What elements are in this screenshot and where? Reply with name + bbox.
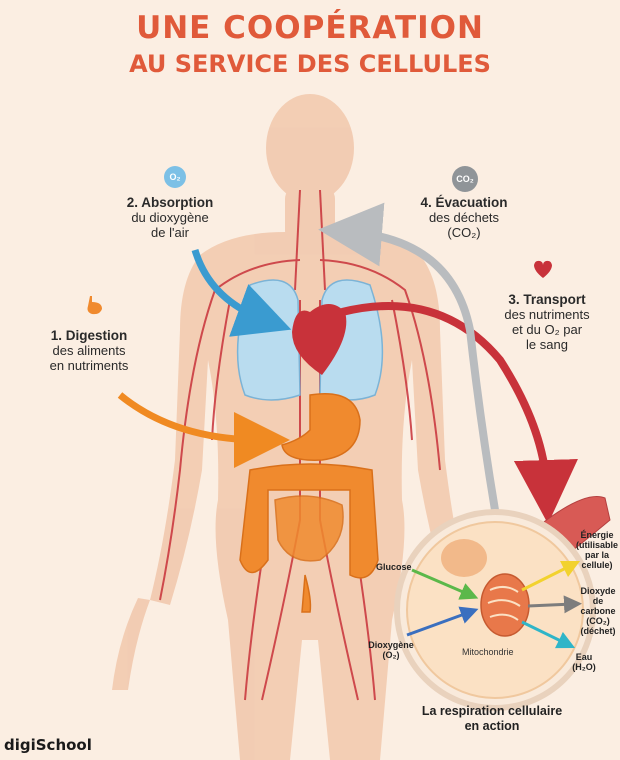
mitochondrion-label: Mitochondrie [462,647,514,657]
water-line-2: (H₂O) [572,662,596,672]
stomach-icon [87,296,102,315]
cell-caption-line2: en action [464,719,520,733]
energy-line-1: Énergie [580,530,614,540]
co2-label: Dioxyde de carbone (CO₂) (déchet) [578,586,618,636]
step-transport-sub2: et du O₂ par [511,322,583,337]
energy-line-4: cellule) [581,560,613,570]
step-absorption: 2. Absorption du dioxygène de l'air [110,195,230,240]
energy-arrow [521,560,581,592]
step-evacuation-sub1: des déchets [428,210,500,225]
step-absorption-head: 2. Absorption [126,195,214,210]
glucose-arrow [411,568,479,600]
co2-line-4: (CO₂) [586,616,610,626]
step-digestion-sub1: des aliments [52,343,126,358]
o2-badge-icon: O₂ [164,166,186,188]
co2-line-3: carbone [580,606,616,616]
evacuation-arrow [318,202,499,511]
step-digestion: 1. Digestion des aliments en nutriments [24,328,154,373]
co2-badge-icon: CO₂ [452,166,478,192]
co2-line-1: Dioxyde [580,586,616,596]
oxygen-label-line2: (O₂) [382,650,400,660]
step-absorption-sub1: du dioxygène [131,210,209,225]
oxygen-label-line1: Dioxygène [368,640,414,650]
step-evacuation: 4. Évacuation des déchets (CO₂) [404,195,524,240]
digestion-arrow [117,392,290,468]
cell-caption-line1: La respiration cellulaire [421,704,563,718]
water-label: Eau (H₂O) [566,652,602,672]
water-arrow [521,620,576,649]
step-transport-sub3: le sang [526,337,568,352]
digischool-logo: digiSchool [4,736,92,754]
step-digestion-sub2: en nutriments [49,358,129,373]
step-evacuation-head: 4. Évacuation [420,195,508,210]
oxygen-label: Dioxygène (O₂) [366,640,416,660]
water-line-1: Eau [575,652,593,662]
step-transport-sub1: des nutriments [504,307,590,322]
energy-label: Énergie (utilisable par la cellule) [574,530,620,570]
co2-arrow [527,595,582,614]
energy-line-3: par la [584,550,609,560]
co2-line-5: (déchet) [580,626,616,636]
co2-line-2: de [592,596,604,606]
cell-caption: La respiration cellulaire en action [402,704,582,734]
heart [292,304,347,375]
heart-icon [534,260,552,278]
absorption-arrow [191,248,292,337]
digestive-system [239,393,379,613]
title-line-2: AU SERVICE DES CELLULES [129,50,491,78]
cell [394,509,596,711]
step-evacuation-sub2: (CO₂) [447,225,481,240]
step-transport: 3. Transport des nutriments et du O₂ par… [478,292,616,352]
oxygen-arrow [406,606,479,637]
transport-arrow [341,302,578,524]
step-digestion-head: 1. Digestion [50,328,128,343]
energy-line-2: (utilisable [575,540,618,550]
glucose-label: Glucose [376,562,412,572]
title-line-1: UNE COOPÉRATION [136,10,484,46]
step-transport-head: 3. Transport [508,292,586,307]
step-absorption-sub2: de l'air [151,225,189,240]
